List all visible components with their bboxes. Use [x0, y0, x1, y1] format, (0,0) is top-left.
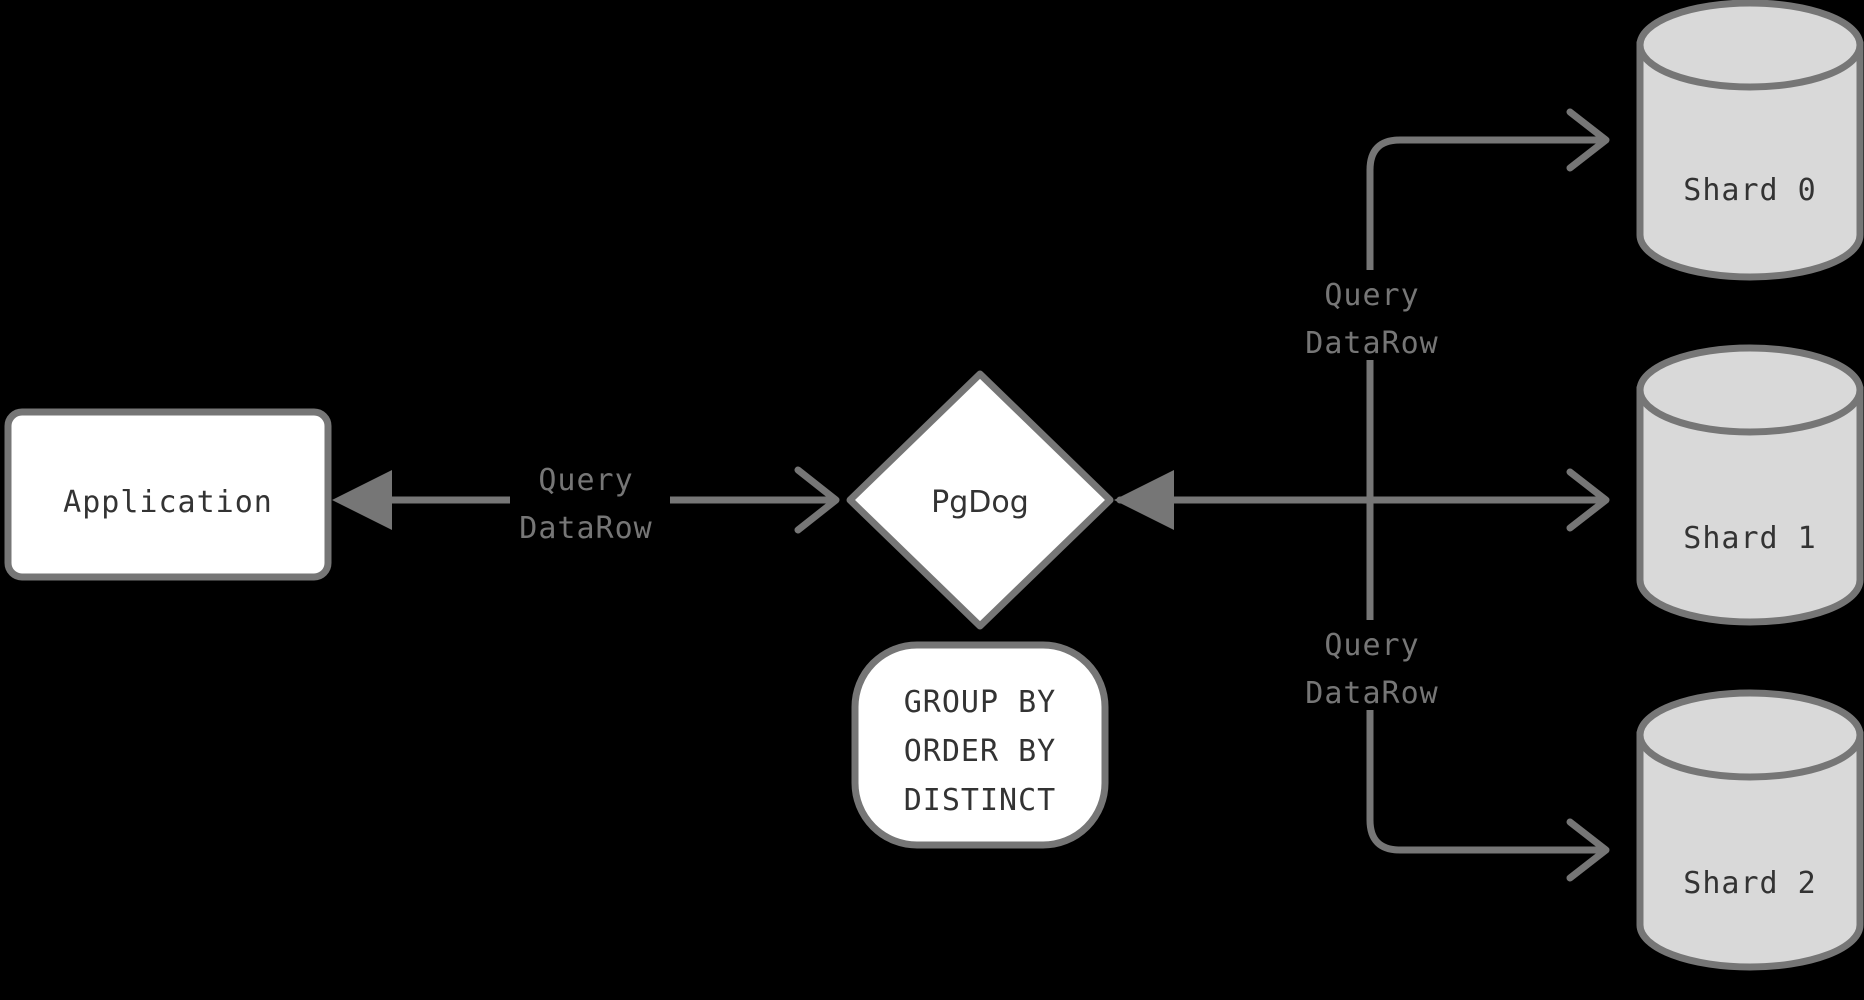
shard2-label: Shard 2 [1683, 866, 1816, 901]
application-box[interactable] [4, 408, 332, 581]
shard1-cylinder-body[interactable] [1636, 386, 1864, 626]
edge-label-app-pgdog: Query DataRow [510, 455, 670, 546]
edge-label-pgdog-shard2-line2: DataRow [1305, 676, 1438, 711]
arrowhead-solid-left-pgdog [1114, 470, 1174, 530]
node-shard2[interactable]: Shard 2 [1636, 689, 1864, 971]
node-shard0[interactable]: Shard 0 [1636, 0, 1864, 281]
edge-label-pgdog-shard0-line2: DataRow [1305, 326, 1438, 361]
edge-label-pgdog-shard2-backdrop [1292, 620, 1452, 710]
operations-line-3: DISTINCT [904, 783, 1057, 818]
edge-label-pgdog-shard0-backdrop [1292, 270, 1452, 360]
node-pgdog[interactable]: PgDog [846, 370, 1114, 630]
pgdog-diamond[interactable] [846, 370, 1114, 630]
edge-application-to-pgdog [662, 466, 840, 534]
edge-shard-trunk [1114, 108, 1610, 882]
arrowhead-chevron-right-pgdog [794, 466, 840, 534]
edge-label-app-pgdog-line2: DataRow [519, 511, 652, 546]
edge-label-app-pgdog-backdrop [510, 455, 670, 545]
shard0-label: Shard 0 [1683, 173, 1816, 208]
operations-box[interactable] [851, 641, 1109, 849]
operations-line-1: GROUP BY [904, 685, 1057, 720]
edge-label-app-pgdog-line1: Query [538, 463, 633, 498]
shard1-label: Shard 1 [1683, 521, 1816, 556]
arrowhead-chevron-right-shard1 [1566, 468, 1610, 532]
edge-label-pgdog-shard2: Query DataRow [1292, 620, 1452, 711]
pgdog-label: PgDog [931, 485, 1029, 520]
shard0-cylinder-top [1636, 0, 1864, 91]
arrowhead-chevron-right-shard0 [1566, 108, 1610, 172]
shard0-cylinder-body[interactable] [1636, 41, 1864, 281]
shard2-cylinder-top [1636, 689, 1864, 781]
edge-label-pgdog-shard2-line1: Query [1324, 628, 1419, 663]
arrowhead-chevron-right-shard2 [1566, 818, 1610, 882]
shard2-cylinder-body[interactable] [1636, 731, 1864, 971]
node-shard1[interactable]: Shard 1 [1636, 344, 1864, 626]
edge-label-pgdog-shard0-line1: Query [1324, 278, 1419, 313]
edge-path-pgdog-shard2 [1366, 496, 1604, 854]
edge-path-pgdog-shard0 [1366, 136, 1604, 504]
arrowhead-solid-left-application [332, 470, 392, 530]
application-label: Application [63, 485, 273, 520]
node-application[interactable]: Application [4, 408, 332, 581]
node-operations[interactable]: GROUP BY ORDER BY DISTINCT [851, 641, 1109, 849]
shard1-cylinder-top [1636, 344, 1864, 436]
operations-line-2: ORDER BY [904, 734, 1057, 769]
edge-label-pgdog-shard0: Query DataRow [1292, 270, 1452, 361]
